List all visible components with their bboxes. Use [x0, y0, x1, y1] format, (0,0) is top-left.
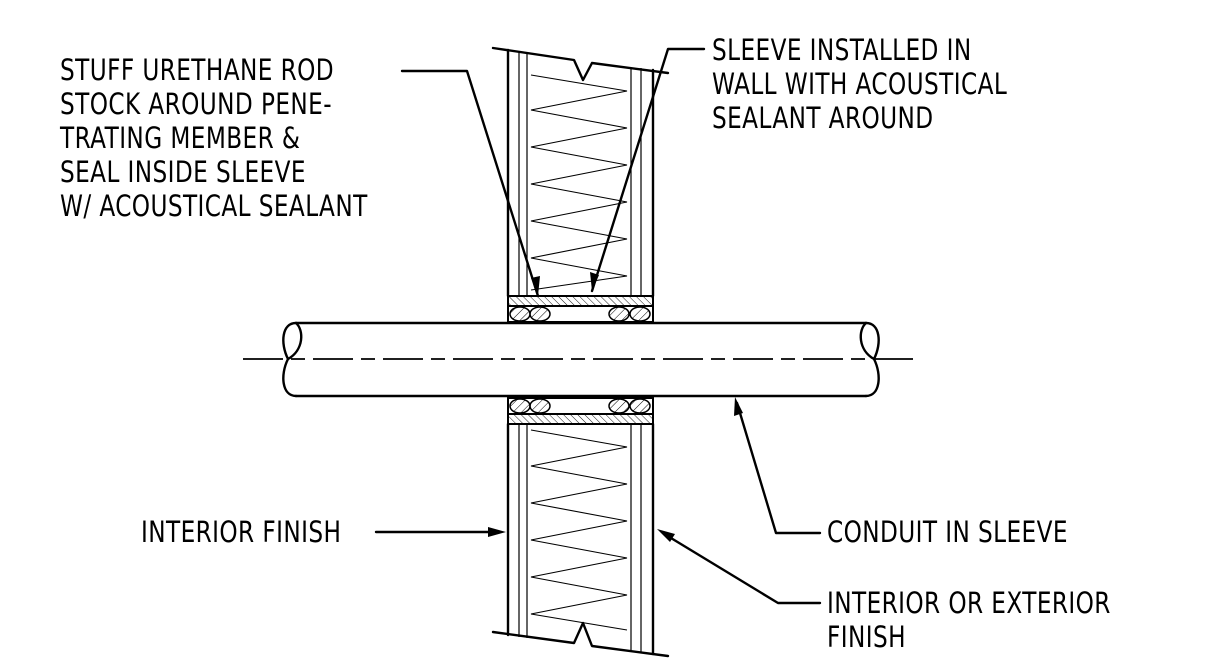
note-line: SEALANT AROUND	[712, 101, 934, 135]
leader-sleeve-installed	[590, 47, 706, 293]
note-line: WALL WITH ACOUSTICAL	[712, 67, 1008, 101]
note-line: TRATING MEMBER &	[60, 121, 301, 155]
note-stuff-urethane-rod: STUFF URETHANE ROD STOCK AROUND PENE- TR…	[60, 53, 368, 223]
leader-interior-exterior	[657, 529, 822, 605]
sealant-lower	[507, 397, 654, 415]
leader-stuff-rod	[400, 69, 540, 298]
wall-upper	[491, 46, 670, 298]
sealant-upper	[507, 305, 654, 323]
note-line: STUFF URETHANE ROD	[60, 53, 335, 87]
leader-conduit	[734, 397, 822, 535]
note-interior-finish: INTERIOR FINISH	[141, 515, 341, 549]
sleeve-upper	[507, 295, 654, 307]
note-line: SEAL INSIDE SLEEVE	[60, 155, 306, 189]
conduit	[243, 321, 918, 398]
sleeve-lower	[507, 413, 654, 425]
wall-lower	[491, 422, 670, 658]
note-line: SLEEVE INSTALLED IN	[712, 33, 972, 67]
note-line: INTERIOR OR EXTERIOR	[827, 586, 1111, 620]
break-line-top	[491, 46, 670, 82]
note-line: CONDUIT IN SLEEVE	[827, 515, 1068, 549]
leader-interior-finish	[374, 527, 506, 537]
note-sleeve-installed: SLEEVE INSTALLED IN WALL WITH ACOUSTICAL…	[712, 33, 1007, 135]
insulation-upper	[530, 74, 628, 291]
note-interior-or-exterior-finish: INTERIOR OR EXTERIOR FINISH	[827, 586, 1111, 654]
insulation-lower	[530, 429, 628, 631]
note-line: FINISH	[827, 620, 906, 654]
note-line: W/ ACOUSTICAL SEALANT	[60, 189, 368, 223]
note-line: STOCK AROUND PENE-	[60, 87, 333, 121]
note-line: INTERIOR FINISH	[141, 515, 342, 549]
note-conduit-in-sleeve: CONDUIT IN SLEEVE	[827, 515, 1068, 549]
